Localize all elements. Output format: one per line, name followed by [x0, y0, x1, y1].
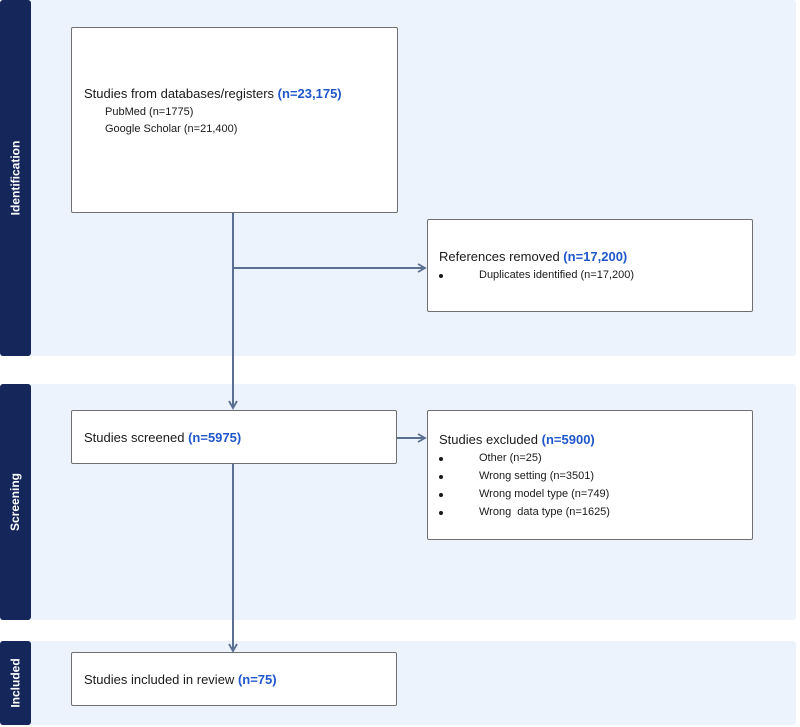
screening-label-text: Screening — [8, 472, 23, 532]
identification-label: Identification — [0, 0, 31, 356]
removed-title: References removed — [439, 249, 560, 264]
excluded-item: Wrong setting (n=3501) — [439, 468, 739, 485]
excluded-item: Wrong model type (n=749) — [439, 486, 739, 503]
excluded-item-text: Wrong setting (n=3501) — [479, 470, 595, 482]
excluded-item-text: Other (n=25) — [479, 452, 542, 464]
identified-count: (n=23,175) — [277, 86, 342, 101]
excluded-item-text: Wrong model type (n=749) — [479, 488, 610, 500]
identified-box: Studies from databases/registers (n=23,1… — [71, 27, 398, 213]
screened-count: (n=5975) — [188, 430, 242, 445]
screened-title-row: Studies screened (n=5975) — [84, 429, 241, 446]
included-title-row: Studies included in review (n=75) — [84, 671, 277, 688]
screened-box: Studies screened (n=5975) — [71, 410, 397, 464]
bullet-icon — [439, 457, 443, 461]
included-title: Studies included in review — [84, 672, 235, 687]
excluded-box: Studies excluded (n=5900) Other (n=25) W… — [427, 410, 753, 540]
removed-item-text: Duplicates identified (n=17,200) — [479, 269, 635, 281]
excluded-title: Studies excluded — [439, 432, 539, 447]
identified-title: Studies from databases/registers — [84, 86, 275, 101]
bullet-icon — [439, 493, 443, 497]
removed-box: References removed (n=17,200) Duplicates… — [427, 219, 753, 312]
removed-title-row: References removed (n=17,200) — [439, 248, 627, 265]
screening-label: Screening — [0, 384, 31, 620]
bullet-icon — [439, 274, 443, 278]
included-label: Included — [0, 641, 31, 725]
included-label-text: Included — [8, 658, 23, 708]
identified-title-row: Studies from databases/registers (n=23,1… — [84, 85, 342, 102]
removed-count: (n=17,200) — [563, 249, 628, 264]
excluded-item: Wrong data type (n=1625) — [439, 504, 739, 521]
identification-label-text: Identification — [8, 140, 23, 216]
included-count: (n=75) — [237, 672, 277, 687]
included-box: Studies included in review (n=75) — [71, 652, 397, 706]
source-pubmed: PubMed (n=1775) — [105, 106, 194, 118]
excluded-item: Other (n=25) — [439, 450, 739, 467]
source-google-scholar: Google Scholar (n=21,400) — [105, 123, 238, 135]
bullet-icon — [439, 511, 443, 515]
bullet-icon — [439, 475, 443, 479]
excluded-count: (n=5900) — [541, 432, 595, 447]
excluded-item-text: Wrong data type (n=1625) — [479, 506, 610, 518]
excluded-title-row: Studies excluded (n=5900) — [439, 431, 595, 448]
removed-item: Duplicates identified (n=17,200) — [439, 267, 739, 284]
screened-title: Studies screened — [84, 430, 185, 445]
